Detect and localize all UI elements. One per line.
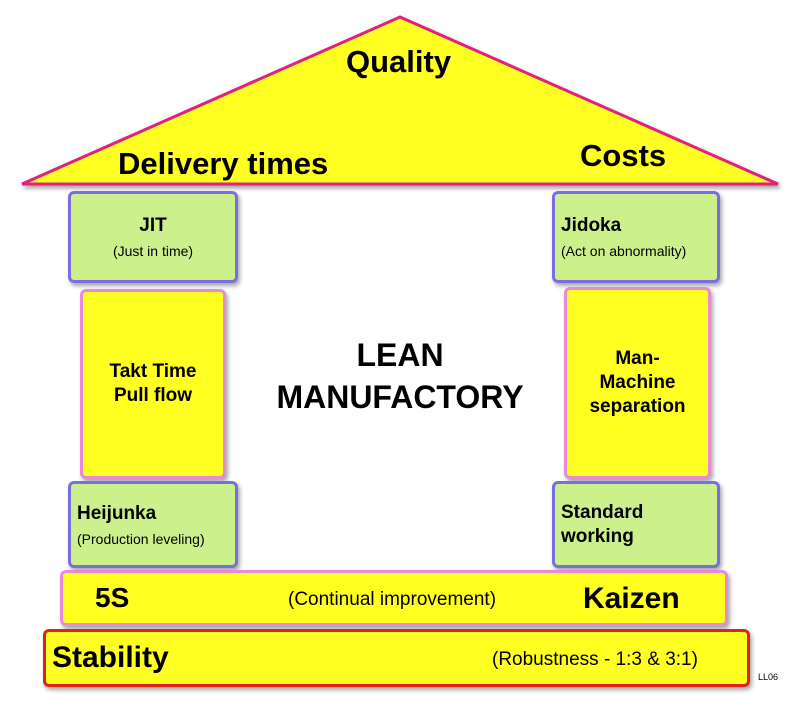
man-machine-line3: separation (589, 396, 686, 417)
jit-box: JIT (Just in time) (68, 191, 238, 283)
roof-shape (21, 15, 779, 186)
stability-label: Stability (52, 641, 169, 674)
kaizen-label: Kaizen (583, 582, 680, 615)
man-machine-line1: Man- (615, 348, 660, 369)
jit-subtitle: (Just in time) (112, 243, 194, 259)
jidoka-title: Jidoka (561, 215, 622, 236)
man-machine-box: Man- Machine separation (564, 287, 711, 479)
standard-line1: Standard (561, 501, 644, 523)
center-manufactory: MANUFACTORY (276, 379, 524, 415)
standard-line2: working (561, 525, 634, 547)
jit-title: JIT (139, 215, 167, 236)
heijunka-subtitle: (Production leveling) (77, 530, 205, 547)
jidoka-box: Jidoka (Act on abnormality) (552, 191, 720, 283)
heijunka-title: Heijunka (77, 502, 157, 524)
jidoka-subtitle: (Act on abnormality) (561, 243, 687, 259)
roof-delivery-times: Delivery times (118, 146, 329, 181)
kaizen-bar: 5S (Continual improvement) Kaizen (60, 570, 728, 626)
stability-bar: Stability (Robustness - 1:3 & 3:1) (43, 629, 750, 687)
standard-working-box: Standard working (552, 481, 720, 568)
takt-line2: Pull flow (113, 385, 193, 406)
roof-quality: Quality (346, 44, 452, 79)
diagram-code: LL06 (758, 672, 779, 682)
robustness-label: (Robustness - 1:3 & 3:1) (492, 649, 698, 670)
five-s-label: 5S (95, 582, 130, 613)
man-machine-line2: Machine (599, 372, 676, 393)
center-lean: LEAN (356, 337, 444, 373)
roof-costs: Costs (580, 138, 667, 173)
takt-time-box: Takt Time Pull flow (80, 289, 226, 479)
continual-improvement-label: (Continual improvement) (288, 589, 497, 610)
heijunka-box: Heijunka (Production leveling) (68, 481, 238, 568)
takt-line1: Takt Time (109, 361, 197, 382)
